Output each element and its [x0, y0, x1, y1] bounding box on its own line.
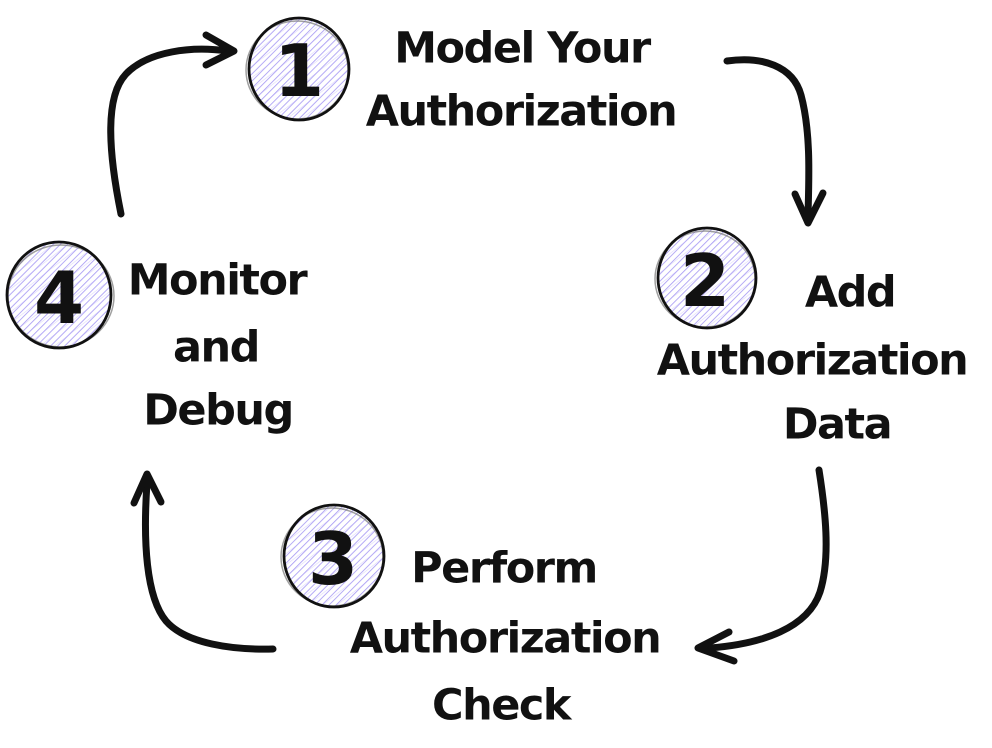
arrowhead-right-icon [202, 31, 238, 69]
step3-number: 3 [307, 517, 359, 601]
arrow-step4-to-step1 [107, 31, 238, 218]
step4-circle [5, 240, 115, 350]
arrow-step1-to-step2 [723, 56, 827, 227]
arrow-step3-to-step4 [130, 470, 277, 653]
step4-number: 4 [33, 256, 85, 340]
step1-label-line1: Model Your [394, 23, 651, 74]
step4-label-line1: Monitor [127, 255, 308, 306]
step3-label-line2: Authorization [349, 613, 662, 664]
step2-circle [654, 226, 758, 330]
arrowhead-left-icon [694, 628, 738, 665]
step2-label-line2: Authorization [656, 335, 969, 386]
step3-label-line1: Perform [411, 543, 598, 594]
step1-circle [245, 16, 351, 122]
step1-number: 1 [273, 29, 325, 113]
step2-label-line1: Add [804, 267, 897, 318]
step2-number: 2 [679, 239, 731, 323]
step4-label-line3: Debug [143, 385, 294, 436]
arrowhead-up-icon [130, 470, 165, 507]
step3-circle [280, 503, 386, 609]
step4-label-line2: and [173, 322, 260, 373]
step1-label-line2: Authorization [365, 86, 678, 137]
step2-label-line3: Data [782, 399, 893, 450]
arrow-step2-to-step3 [694, 466, 830, 665]
step3-label-line3: Check [432, 680, 571, 731]
arrowhead-down-icon [791, 189, 827, 227]
